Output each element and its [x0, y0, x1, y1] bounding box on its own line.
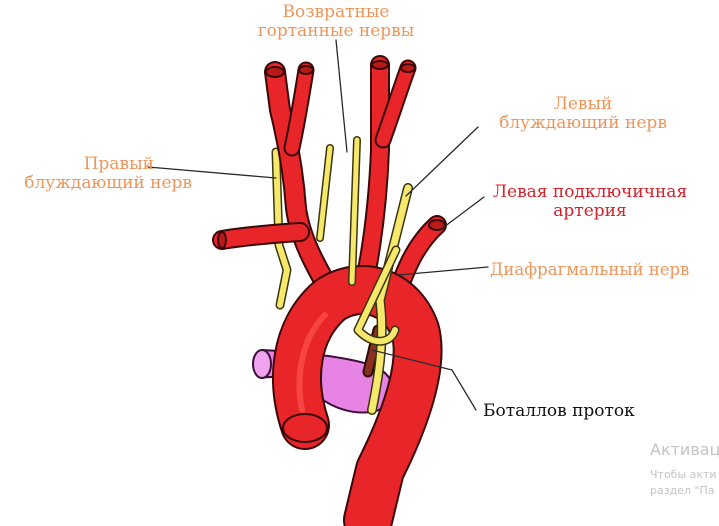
label-recurrent-nerves: Возвратные гортанные нервы [238, 3, 434, 41]
label-left-vagus: Левый блуждающий нерв [478, 95, 688, 133]
right-vagus-nerve [271, 147, 292, 310]
leader-lines [147, 39, 489, 411]
aorta [272, 265, 443, 526]
activation-watermark-line: Чтобы акти [650, 468, 717, 481]
label-line: Левая подключичная [492, 182, 688, 202]
phrenic-nerve [353, 245, 401, 346]
activation-watermark-title: Активац [650, 440, 719, 459]
artery-openings [217, 60, 446, 249]
label-line: блуждающий нерв [24, 173, 192, 193]
recurrent-laryngeal-nerves [316, 136, 361, 286]
label-phrenic-nerve: Диафрагмальный нерв [490, 260, 690, 279]
label-line: Правый [83, 154, 154, 174]
brachiocephalic-trunk [212, 61, 346, 311]
label-line: Возвратные [282, 2, 390, 22]
activation-watermark-line: раздел "Па [650, 484, 715, 497]
label-line: блуждающий нерв [499, 113, 667, 133]
pulmonary-artery-end [252, 349, 272, 379]
label-ductus-arteriosus: Боталлов проток [483, 401, 635, 421]
ascending-aorta-end [282, 413, 328, 443]
label-line: гортанные нервы [257, 21, 415, 41]
label-right-vagus: Правый блуждающий нерв [0, 155, 192, 193]
left-vagus-nerve [367, 183, 413, 415]
label-line: Левый [553, 94, 613, 114]
label-line: артерия [553, 201, 627, 221]
label-left-subclavian: Левая подключичная артерия [478, 183, 702, 221]
